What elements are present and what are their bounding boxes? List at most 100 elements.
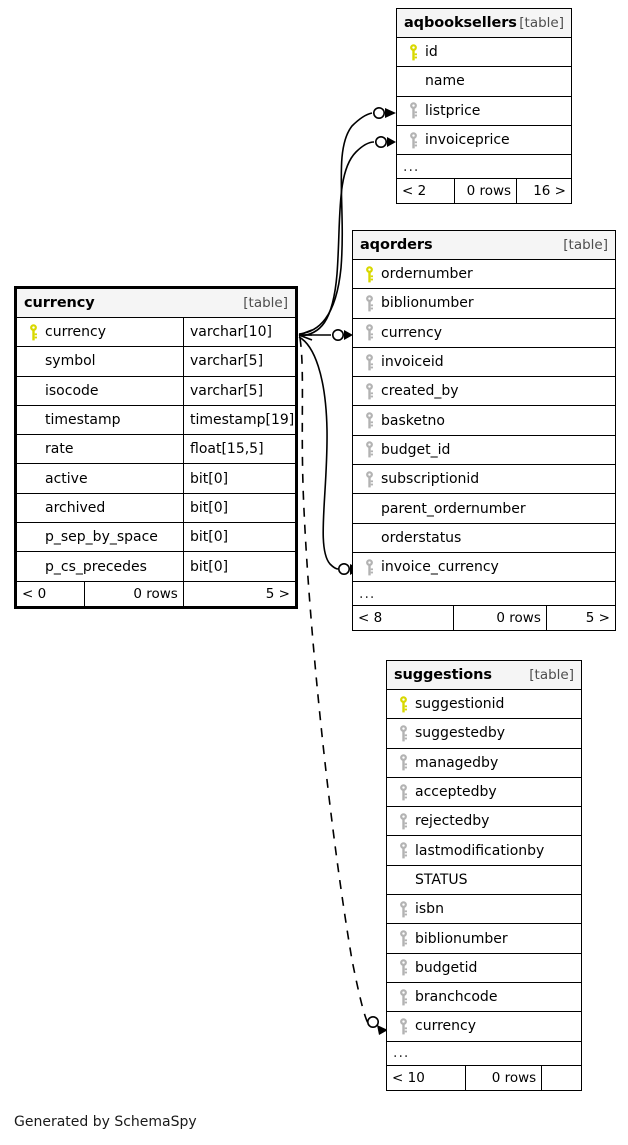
column-name: suggestedby: [415, 725, 506, 742]
generated-by-caption: Generated by SchemaSpy: [14, 1114, 197, 1130]
column-row[interactable]: id: [397, 38, 571, 68]
column-row[interactable]: parent_ordernumber: [353, 494, 615, 524]
column-row[interactable]: budgetid: [387, 954, 581, 983]
column-name: managedby: [415, 754, 499, 771]
prev-columns-button[interactable]: < 2: [402, 183, 427, 200]
column-name-cell: rate: [17, 441, 183, 457]
primary-key-icon: [403, 43, 423, 61]
column-row[interactable]: acceptedby: [387, 778, 581, 808]
column-name-cell: symbol: [17, 353, 183, 369]
foreign-key-icon: [393, 813, 413, 830]
column-name-cell: orderstatus: [353, 530, 615, 546]
next-columns-button[interactable]: 5 >: [585, 610, 610, 627]
table-footer: < 10 0 rows: [387, 1065, 581, 1090]
column-name: invoiceid: [381, 354, 444, 371]
table-aqorders[interactable]: aqorders [table] ordernumber biblionumbe…: [352, 230, 616, 632]
foreign-key-icon: [393, 988, 413, 1006]
column-type: bit[0]: [183, 552, 295, 581]
table-aqbooksellers[interactable]: aqbooksellers [table] id name listprice: [396, 8, 572, 205]
column-row[interactable]: managedby: [387, 749, 581, 778]
column-type: bit[0]: [183, 493, 295, 523]
prev-columns-button[interactable]: < 0: [22, 585, 47, 602]
column-row[interactable]: invoice_currency: [353, 553, 615, 583]
table-header: currency [table]: [17, 289, 295, 318]
column-row[interactable]: suggestionid: [387, 690, 581, 720]
table-footer: < 0 0 rows 5 >: [17, 581, 295, 606]
next-columns-button[interactable]: [542, 1066, 581, 1090]
column-row[interactable]: lastmodificationby: [387, 836, 581, 866]
foreign-key-icon: [393, 930, 413, 947]
column-row[interactable]: basketno: [353, 406, 615, 436]
next-columns-button[interactable]: 5 >: [265, 585, 290, 602]
column-row[interactable]: listprice: [397, 97, 571, 126]
column-row[interactable]: STATUS: [387, 866, 581, 896]
column-name: biblionumber: [381, 295, 474, 312]
column-name-cell: biblionumber: [387, 930, 581, 947]
column-row[interactable]: archived bit[0]: [17, 493, 295, 524]
column-name-cell: invoiceid: [353, 353, 615, 371]
column-name: p_sep_by_space: [45, 529, 158, 546]
column-row[interactable]: biblionumber: [387, 924, 581, 954]
column-row[interactable]: name: [397, 67, 571, 97]
column-row[interactable]: invoiceid: [353, 348, 615, 378]
column-name: archived: [45, 499, 106, 516]
column-name: currency: [381, 324, 442, 341]
column-row[interactable]: subscriptionid: [353, 465, 615, 495]
column-type: varchar[5]: [183, 347, 295, 376]
column-name-cell: rejectedby: [387, 813, 581, 830]
column-row[interactable]: currency: [353, 319, 615, 348]
column-name: ordernumber: [381, 266, 473, 283]
column-name: currency: [45, 324, 106, 341]
foreign-key-icon: [359, 324, 379, 341]
table-currency[interactable]: currency [table] currency varchar[10] sy…: [14, 286, 298, 609]
truncated-columns-indicator: ...: [387, 1042, 581, 1066]
column-name-cell: isocode: [17, 383, 183, 399]
column-name-cell: invoiceprice: [397, 131, 571, 149]
prev-columns-button[interactable]: < 10: [392, 1069, 425, 1086]
foreign-key-icon: [393, 959, 413, 976]
column-row[interactable]: invoiceprice: [397, 126, 571, 156]
column-row[interactable]: currency: [387, 1012, 581, 1042]
prev-columns-button[interactable]: < 8: [358, 610, 383, 627]
column-name-cell: p_sep_by_space: [17, 529, 183, 545]
column-row[interactable]: budget_id: [353, 436, 615, 466]
column-name-cell: ordernumber: [353, 265, 615, 283]
column-row[interactable]: created_by: [353, 377, 615, 407]
table-type-tag: [table]: [519, 15, 564, 31]
column-row[interactable]: suggestedby: [387, 719, 581, 749]
foreign-key-icon: [403, 102, 423, 119]
column-row[interactable]: isbn: [387, 895, 581, 925]
column-row[interactable]: currency varchar[10]: [17, 318, 295, 348]
column-name: basketno: [381, 412, 445, 429]
column-name: currency: [415, 1018, 476, 1035]
truncated-columns-indicator: ...: [397, 155, 571, 180]
column-row[interactable]: rejectedby: [387, 807, 581, 837]
table-type-tag: [table]: [563, 237, 608, 253]
foreign-key-icon: [393, 725, 413, 742]
column-row[interactable]: ordernumber: [353, 260, 615, 290]
primary-key-icon: [359, 265, 379, 283]
next-columns-button[interactable]: 16 >: [533, 183, 566, 200]
foreign-key-icon: [359, 470, 379, 488]
column-name-cell: branchcode: [387, 988, 581, 1006]
foreign-key-icon: [359, 295, 379, 312]
column-name-cell: managedby: [387, 754, 581, 771]
table-footer: < 8 0 rows 5 >: [353, 606, 615, 631]
foreign-key-icon: [403, 131, 423, 149]
column-row[interactable]: orderstatus: [353, 524, 615, 553]
table-suggestions[interactable]: suggestions [table] suggestionid suggest…: [386, 660, 582, 1091]
column-name-cell: acceptedby: [387, 783, 581, 801]
column-row[interactable]: biblionumber: [353, 289, 615, 319]
table-type-tag: [table]: [243, 295, 288, 311]
column-name: orderstatus: [381, 529, 462, 546]
column-row[interactable]: branchcode: [387, 983, 581, 1013]
column-name: rate: [45, 441, 74, 458]
table-title: aqbooksellers: [404, 15, 517, 31]
